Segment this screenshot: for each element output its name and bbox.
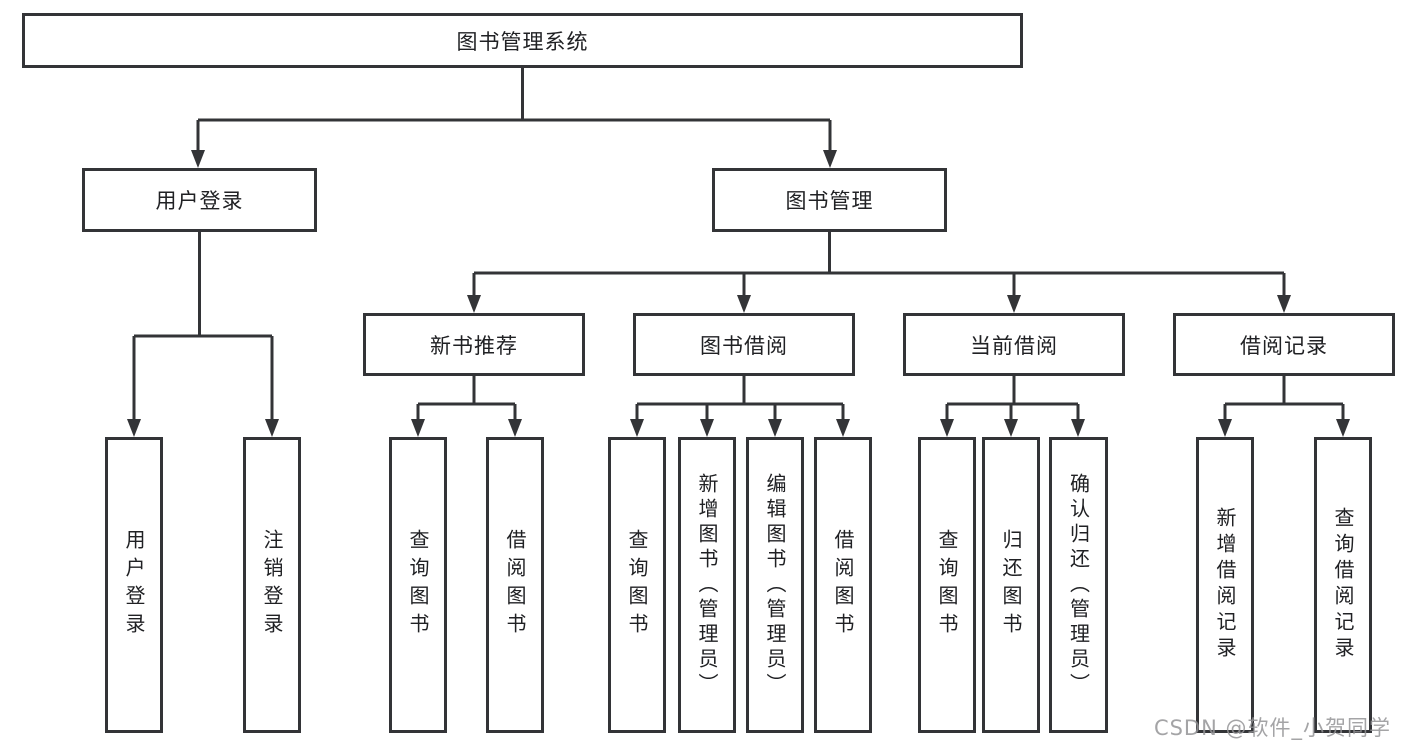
node-book-borrow: 图书借阅 [633,313,855,376]
node-label: 编辑图书（管理员） [763,472,787,698]
node-label: 查询图书 [935,529,959,641]
node-user-login-module: 用户登录 [82,168,317,232]
node-label: 图书管理 [785,189,874,213]
node-label: 新书推荐 [430,333,518,358]
node-label: 用户登录 [155,189,244,213]
leaf-query-books-current: 查询图书 [918,437,976,733]
node-current-borrow: 当前借阅 [903,313,1125,376]
node-label: 查询图书 [406,529,430,641]
leaf-add-borrow-record: 新增借阅记录 [1196,437,1254,733]
node-root-label: 图书管理系统 [456,29,589,54]
leaf-query-books-recommend: 查询图书 [389,437,447,733]
node-label: 新增图书（管理员） [695,472,719,698]
node-new-book-recommend: 新书推荐 [363,313,585,376]
node-borrow-records: 借阅记录 [1173,313,1395,376]
leaf-edit-books-admin: 编辑图书（管理员） [746,437,804,733]
node-label: 注销登录 [260,529,284,641]
leaf-query-books-borrow: 查询图书 [608,437,666,733]
leaf-borrow-books: 借阅图书 [814,437,872,733]
node-label: 借阅图书 [831,529,855,641]
node-label: 借阅图书 [503,529,527,641]
leaf-return-books: 归还图书 [982,437,1040,733]
leaf-user-login: 用户登录 [105,437,163,733]
leaf-confirm-return-admin: 确认归还（管理员） [1049,437,1108,733]
arrowheads [127,150,1350,437]
node-label: 查询图书 [625,529,649,641]
node-label: 查询借阅记录 [1331,507,1355,663]
node-label: 确认归还（管理员） [1066,472,1091,698]
node-label: 归还图书 [999,529,1023,641]
node-label: 当前借阅 [970,333,1058,358]
node-book-management: 图书管理 [712,168,947,232]
node-label: 新增借阅记录 [1213,507,1237,663]
leaf-borrow-books-recommend: 借阅图书 [486,437,544,733]
node-label: 用户登录 [122,529,146,641]
leaf-query-borrow-record: 查询借阅记录 [1314,437,1372,733]
csdn-watermark: CSDN @软件_小贺同学 [1153,716,1391,740]
node-label: 借阅记录 [1240,333,1328,358]
leaf-add-books-admin: 新增图书（管理员） [678,437,736,733]
node-label: 图书借阅 [700,333,788,358]
leaf-logout: 注销登录 [243,437,301,733]
node-root: 图书管理系统 [22,13,1023,68]
